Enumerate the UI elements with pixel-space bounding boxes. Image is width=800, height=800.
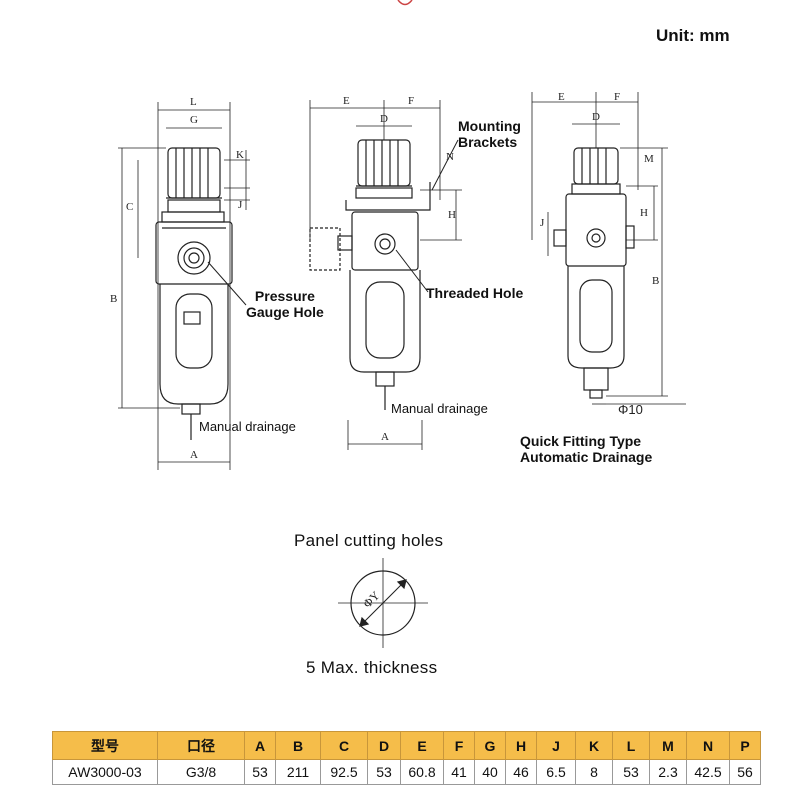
middle-view: E F D N H A: [309, 95, 462, 450]
cell-H: 46: [505, 759, 537, 785]
header-B: B: [275, 731, 321, 760]
unit-label: Unit: mm: [656, 26, 730, 45]
left-view: L G K C J B A: [110, 96, 250, 470]
cell-A: 53: [244, 759, 276, 785]
header-L: L: [612, 731, 650, 760]
dim-F-right: F: [614, 91, 620, 103]
manual-drainage-left-label: Manual drainage: [199, 419, 296, 434]
panel-cutting-hole-diagram: ΦY: [338, 558, 428, 648]
header-E: E: [400, 731, 444, 760]
header-J: J: [536, 731, 576, 760]
spec-table-header-row: 型号 口径 A B C D E F G H J K L M N P: [52, 731, 761, 760]
header-P: P: [729, 731, 761, 760]
cell-M: 2.3: [649, 759, 687, 785]
dim-L-left: L: [190, 96, 197, 108]
dim-J-right: J: [540, 217, 545, 229]
spec-table: 型号 口径 A B C D E F G H J K L M N P AW3000…: [52, 731, 761, 785]
panel-cutting-holes-title: Panel cutting holes: [294, 531, 444, 550]
dim-M-right: M: [644, 153, 654, 165]
manual-drainage-mid-label: Manual drainage: [391, 401, 488, 416]
mounting-brackets-label: Mounting Brackets: [458, 118, 521, 150]
table-row: AW3000-03 G3/8 53 211 92.5 53 60.8 41 40…: [52, 759, 761, 785]
cell-J: 6.5: [536, 759, 576, 785]
dim-C-left: C: [126, 201, 133, 213]
header-D: D: [367, 731, 401, 760]
dim-G-left: G: [190, 114, 198, 126]
cell-K: 8: [575, 759, 613, 785]
cell-F: 41: [443, 759, 475, 785]
dim-D-mid: D: [380, 113, 388, 125]
header-port: 口径: [157, 731, 245, 760]
cell-port: G3/8: [157, 759, 245, 785]
dim-F-mid: F: [408, 95, 414, 107]
header-G: G: [474, 731, 506, 760]
dim-E-mid: E: [343, 95, 350, 107]
cell-model: AW3000-03: [52, 759, 158, 785]
cell-B: 211: [275, 759, 321, 785]
panel-thickness-label: 5 Max. thickness: [306, 658, 438, 677]
header-K: K: [575, 731, 613, 760]
cell-G: 40: [474, 759, 506, 785]
right-view: E F D M H J B Φ10: [531, 91, 686, 417]
cell-E: 60.8: [400, 759, 444, 785]
header-model: 型号: [52, 731, 158, 760]
header-N: N: [686, 731, 730, 760]
header-C: C: [320, 731, 368, 760]
header-M: M: [649, 731, 687, 760]
quick-fitting-label: Quick Fitting Type Automatic Drainage: [520, 433, 653, 465]
dim-A-left: A: [190, 449, 198, 461]
cell-N: 42.5: [686, 759, 730, 785]
dim-H-right: H: [640, 207, 648, 219]
dim-H-mid: H: [448, 209, 456, 221]
dim-E-right: E: [558, 91, 565, 103]
header-F: F: [443, 731, 475, 760]
dim-J-left: J: [238, 199, 243, 211]
dim-N-mid: N: [446, 151, 454, 163]
header-H: H: [505, 731, 537, 760]
dim-B-left: B: [110, 293, 117, 305]
dim-B-right: B: [652, 275, 659, 287]
cell-L: 53: [612, 759, 650, 785]
pressure-gauge-hole-label: Pressure Gauge Hole: [246, 288, 324, 320]
cell-C: 92.5: [320, 759, 368, 785]
threaded-hole-label: Threaded Hole: [426, 285, 524, 301]
dim-D-right: D: [592, 111, 600, 123]
top-fragment: [397, 0, 413, 6]
cell-P: 56: [729, 759, 761, 785]
dim-phi10-right: Φ10: [618, 402, 643, 417]
dim-K-left: K: [236, 149, 244, 161]
cell-D: 53: [367, 759, 401, 785]
dim-A-mid: A: [381, 431, 389, 443]
header-A: A: [244, 731, 276, 760]
